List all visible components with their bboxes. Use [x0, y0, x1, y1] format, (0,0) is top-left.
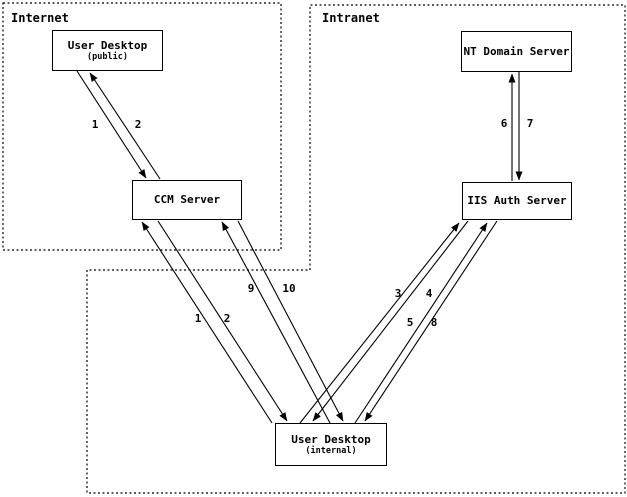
zone-intranet-label: Intranet — [322, 11, 380, 25]
edge-label-iis-to-internal-desktop-4: 4 — [426, 287, 433, 300]
edge-label-internal-desktop-to-iis-3: 3 — [395, 287, 402, 300]
node-title: NT Domain Server — [463, 44, 570, 58]
edge-ccm-to-public-desktop-2 — [89, 72, 161, 180]
edge-label-ccm-to-internal-desktop-10: 10 — [282, 282, 295, 295]
node-iis-auth-server: IIS Auth Server — [462, 182, 572, 220]
node-title: User Desktop — [67, 38, 148, 52]
edge-public-desktop-to-ccm-1 — [76, 70, 147, 179]
edge-label-iis-to-internal-desktop-8: 8 — [431, 316, 438, 329]
node-subtitle: (internal) — [305, 445, 357, 456]
edge-label-internal-desktop-to-ccm-9: 9 — [248, 282, 255, 295]
edge-ccm-to-internal-desktop-2 — [157, 220, 288, 422]
edge-label-internal-desktop-to-iis-5: 5 — [407, 316, 414, 329]
edge-internal-desktop-to-ccm-1 — [141, 221, 273, 424]
edge-iis-to-internal-desktop-4 — [312, 220, 469, 422]
zone-internet-outline — [2, 2, 282, 251]
node-title: User Desktop — [291, 432, 371, 446]
edge-label-iis-to-nt-domain-6: 6 — [501, 117, 508, 130]
edge-label-internal-desktop-to-ccm-1: 1 — [195, 312, 202, 325]
zone-internet-label: Internet — [11, 11, 69, 25]
edge-label-ccm-to-public-desktop-2: 2 — [135, 118, 142, 131]
edge-internal-desktop-to-iis-3 — [299, 222, 460, 424]
edge-iis-to-internal-desktop-8 — [364, 220, 498, 422]
node-title: CCM Server — [153, 193, 221, 206]
node-user-desktop-internal: User Desktop(internal) — [275, 423, 387, 466]
edge-label-public-desktop-to-ccm-1: 1 — [92, 118, 99, 131]
node-title: IIS Auth Server — [467, 194, 567, 207]
edge-label-ccm-to-internal-desktop-2: 2 — [224, 312, 231, 325]
edge-internal-desktop-to-iis-5 — [354, 222, 488, 424]
node-nt-domain-server: NT Domain Server — [461, 31, 572, 72]
node-ccm-server: CCM Server — [132, 180, 242, 220]
edge-ccm-to-internal-desktop-10 — [237, 220, 344, 422]
edge-label-nt-domain-to-iis-7: 7 — [527, 117, 534, 130]
zone-intranet-outline — [86, 4, 626, 494]
node-user-desktop-public: User Desktop(public) — [52, 30, 163, 71]
edge-internal-desktop-to-ccm-9 — [221, 221, 331, 424]
node-subtitle: (public) — [87, 51, 128, 62]
